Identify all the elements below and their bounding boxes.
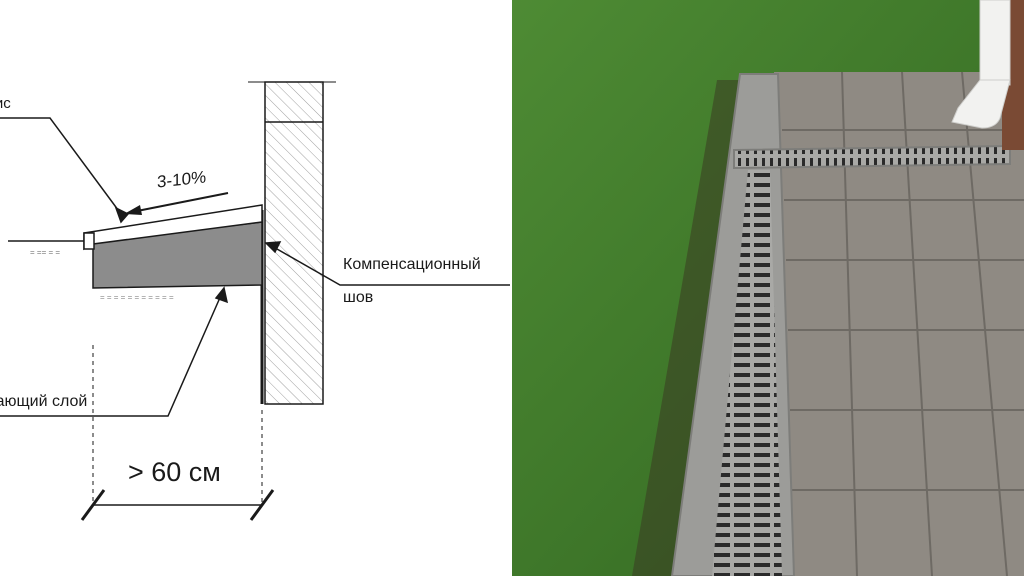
drainage-photo xyxy=(512,0,1024,576)
drain-channel-cross xyxy=(733,144,1011,170)
downpipe xyxy=(951,0,1011,129)
expansion-joint-label-line2: шов xyxy=(343,289,374,306)
base-layer-label: стилающий слой xyxy=(0,393,88,410)
svg-text:= = = = = = = = = = =: = = = = = = = = = = = xyxy=(100,293,174,302)
otmostka-diagram: = == = = = = = = = = = = = = = xyxy=(0,81,510,521)
diagram-drawing: = == = = = = = = = = = = = = = xyxy=(0,81,510,521)
leader-lines xyxy=(0,117,510,417)
curb-stone xyxy=(83,232,95,250)
paving-area xyxy=(774,72,1024,576)
expansion-joint-label-line1: Компенсационный xyxy=(343,256,481,273)
ground-line: = == = = xyxy=(8,240,84,257)
width-label: > 60 см xyxy=(128,457,221,487)
otmostka-label: тис xyxy=(0,95,11,112)
width-dimension xyxy=(80,345,275,521)
svg-text:= == = =: = == = = xyxy=(30,248,60,257)
photo-drawing xyxy=(512,0,1024,576)
slope-arrow xyxy=(124,192,229,215)
drain-grate xyxy=(712,170,782,576)
